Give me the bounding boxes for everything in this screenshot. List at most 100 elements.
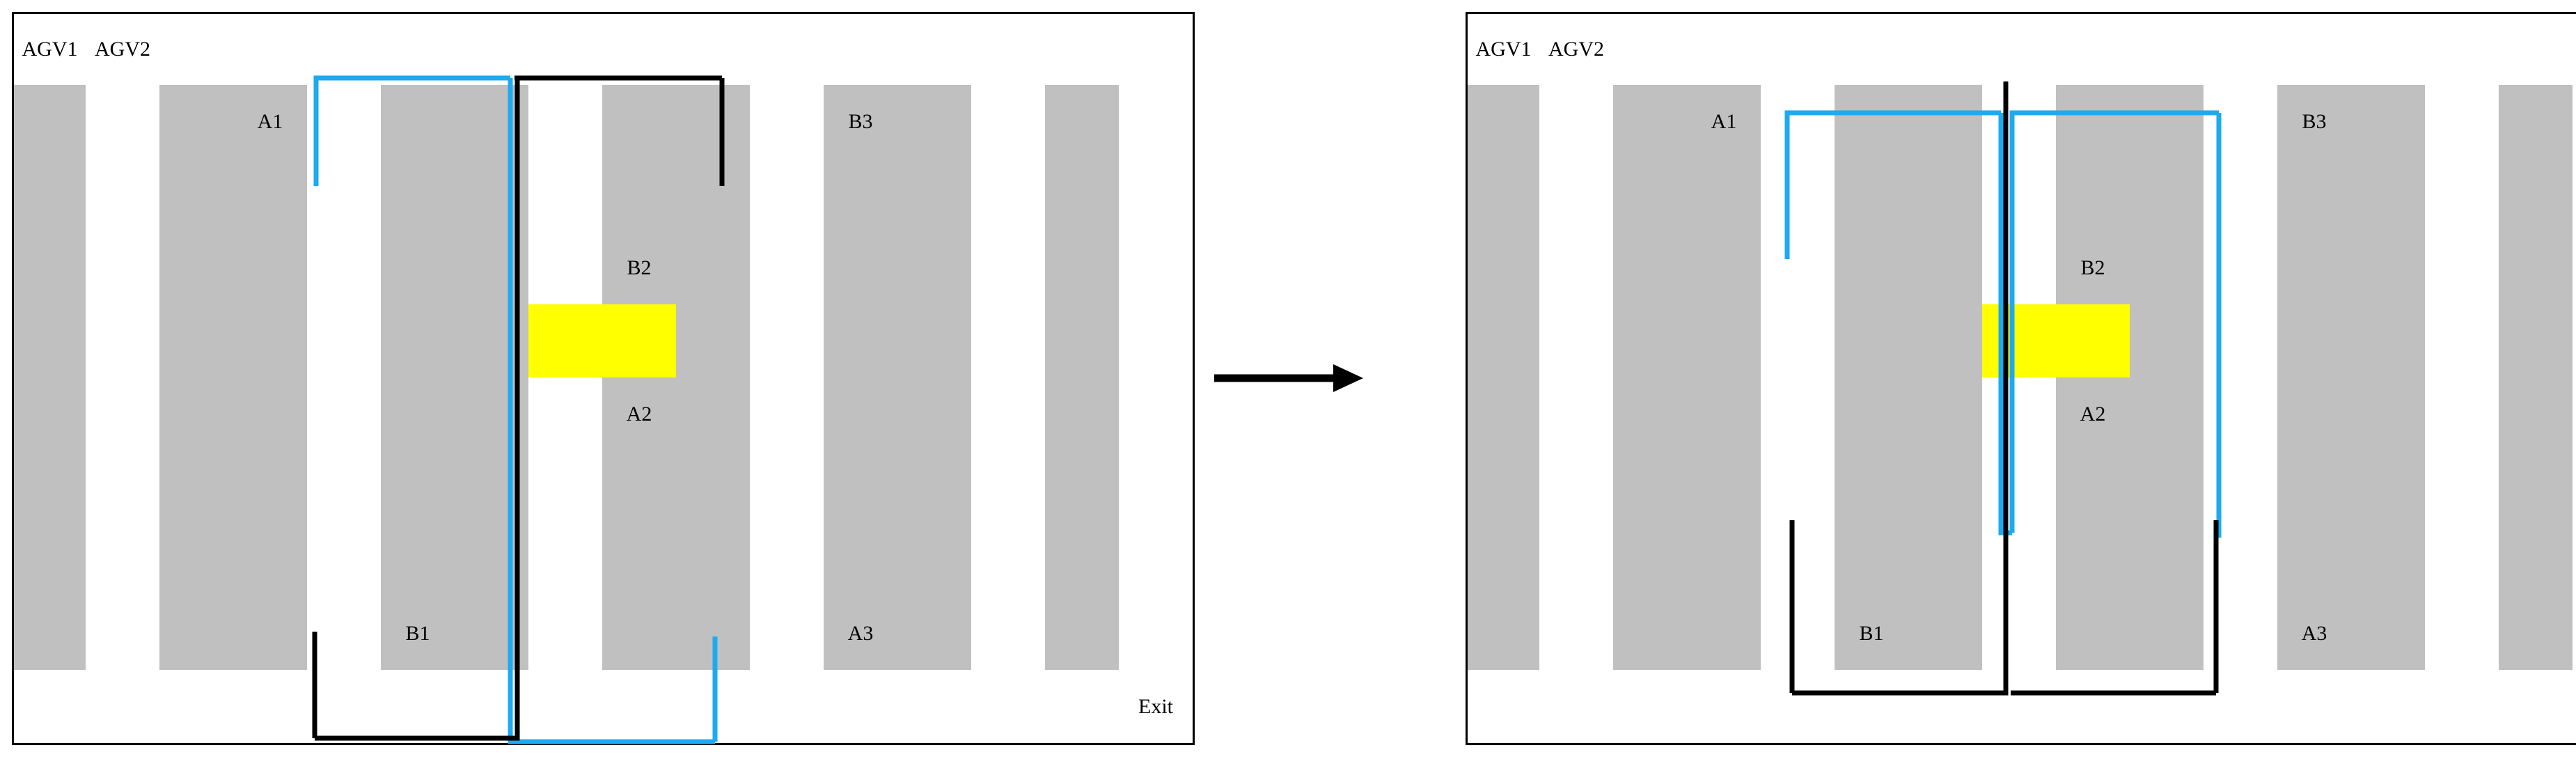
grid-cell-aisle[interactable] [1539,377,1615,453]
grid-cell-aisle[interactable] [2425,158,2501,233]
grid-cell-aisle[interactable] [2425,524,2501,599]
grid-cell-shelf[interactable] [2351,304,2427,380]
grid-cell-aisle[interactable] [86,670,162,745]
grid-cell-aisle[interactable]: AGV1 [12,12,88,87]
grid-cell-aisle[interactable] [1982,524,2058,599]
grid-cell-shelf[interactable] [824,158,900,233]
grid-cell-aisle[interactable] [2204,304,2279,380]
grid-cell-aisle[interactable] [676,670,752,745]
grid-cell-aisle[interactable] [1119,451,1195,526]
grid-cell-aisle[interactable] [86,304,162,380]
grid-cell-aisle[interactable] [1539,85,1615,160]
grid-cell-aisle[interactable] [1982,231,2058,306]
grid-cell-shelf[interactable] [1466,85,1541,160]
grid-cell-shelf[interactable] [1045,524,1121,599]
grid-cell-aisle[interactable] [528,597,604,672]
grid-cell-shelf[interactable] [897,158,973,233]
grid-cell-shelf[interactable]: A3 [824,597,900,672]
grid-cell-aisle[interactable] [1613,12,1689,87]
grid-cell-aisle[interactable] [86,231,162,306]
grid-cell-aisle[interactable] [1982,12,2058,87]
grid-cell-aisle[interactable] [971,451,1047,526]
grid-cell-aisle[interactable] [1119,377,1195,453]
grid-cell-aisle[interactable] [2204,231,2279,306]
grid-cell-shelf[interactable] [2499,524,2575,599]
grid-cell-aisle[interactable] [750,377,826,453]
grid-cell-shelf[interactable] [1687,158,1763,233]
grid-cell-conflict[interactable] [528,304,604,380]
grid-cell-shelf[interactable] [1687,597,1763,672]
grid-cell-aisle[interactable] [602,670,678,745]
grid-cell-shelf[interactable] [1908,231,1984,306]
grid-cell-aisle[interactable] [2573,377,2576,453]
grid-cell-shelf[interactable] [2056,597,2132,672]
grid-cell-shelf[interactable] [676,304,752,380]
grid-cell-aisle[interactable] [2204,12,2279,87]
grid-cell-aisle[interactable] [2573,524,2576,599]
grid-cell-shelf[interactable] [381,451,457,526]
grid-cell-shelf[interactable] [159,231,235,306]
grid-cell-shelf[interactable] [1687,524,1763,599]
grid-cell-shelf[interactable]: B1 [381,597,457,672]
grid-cell-aisle[interactable] [307,377,383,453]
grid-cell-aisle[interactable] [1761,85,1837,160]
grid-cell-shelf[interactable] [1045,597,1121,672]
grid-cell-aisle[interactable] [455,670,531,745]
grid-cell-aisle[interactable] [2277,12,2353,87]
grid-cell-aisle[interactable]: Exit [2573,670,2576,745]
grid-cell-shelf[interactable] [1687,304,1763,380]
grid-cell-aisle[interactable] [528,231,604,306]
grid-cell-aisle[interactable] [1761,231,1837,306]
grid-cell-shelf[interactable] [2499,231,2575,306]
grid-cell-shelf[interactable] [381,85,457,160]
grid-cell-aisle[interactable] [2573,304,2576,380]
grid-cell-aisle[interactable]: AGV2 [1539,12,1615,87]
grid-cell-aisle[interactable] [1761,304,1837,380]
grid-cell-shelf[interactable] [12,231,88,306]
grid-cell-aisle[interactable] [2573,231,2576,306]
grid-cell-shelf[interactable] [12,597,88,672]
grid-cell-aisle[interactable] [750,524,826,599]
grid-cell-shelf[interactable] [233,597,309,672]
grid-cell-aisle[interactable] [824,670,900,745]
grid-cell-aisle[interactable] [1687,12,1763,87]
grid-cell-shelf[interactable] [1908,524,1984,599]
grid-cell-aisle[interactable] [86,158,162,233]
grid-cell-aisle[interactable] [2425,670,2501,745]
grid-cell-aisle[interactable] [2499,12,2575,87]
grid-cell-shelf[interactable] [1687,231,1763,306]
grid-cell-shelf[interactable]: A1 [1687,85,1763,160]
grid-cell-shelf[interactable] [2499,597,2575,672]
grid-cell-shelf[interactable] [1045,304,1121,380]
grid-cell-aisle[interactable] [1908,670,1984,745]
grid-cell-shelf[interactable] [2351,85,2427,160]
grid-cell-aisle[interactable] [233,12,309,87]
grid-cell-aisle[interactable] [528,12,604,87]
grid-cell-aisle[interactable] [2425,597,2501,672]
grid-cell-aisle[interactable] [2573,158,2576,233]
grid-cell-aisle[interactable] [2573,12,2576,87]
grid-cell-shelf[interactable] [159,451,235,526]
grid-cell-shelf[interactable] [2056,451,2132,526]
grid-cell-aisle[interactable] [159,670,235,745]
grid-cell-shelf[interactable] [12,85,88,160]
grid-cell-aisle[interactable] [307,304,383,380]
grid-cell-shelf[interactable] [233,451,309,526]
grid-cell-shelf[interactable] [381,158,457,233]
grid-cell-aisle[interactable] [233,670,309,745]
grid-cell-shelf[interactable]: A1 [233,85,309,160]
grid-cell-shelf[interactable] [455,524,531,599]
grid-cell-shelf[interactable] [2130,597,2206,672]
grid-cell-shelf[interactable] [2130,304,2206,380]
grid-cell-shelf[interactable] [1835,377,1910,453]
grid-cell-shelf[interactable] [824,304,900,380]
grid-cell-shelf[interactable] [381,377,457,453]
grid-cell-aisle[interactable] [1539,524,1615,599]
grid-cell-shelf[interactable]: A2 [2056,377,2132,453]
grid-cell-shelf[interactable] [1908,85,1984,160]
grid-cell-aisle[interactable] [1539,231,1615,306]
grid-cell-aisle[interactable] [2204,670,2279,745]
grid-cell-shelf[interactable] [2130,451,2206,526]
grid-cell-aisle[interactable] [1982,158,2058,233]
grid-cell-shelf[interactable] [2277,304,2353,380]
